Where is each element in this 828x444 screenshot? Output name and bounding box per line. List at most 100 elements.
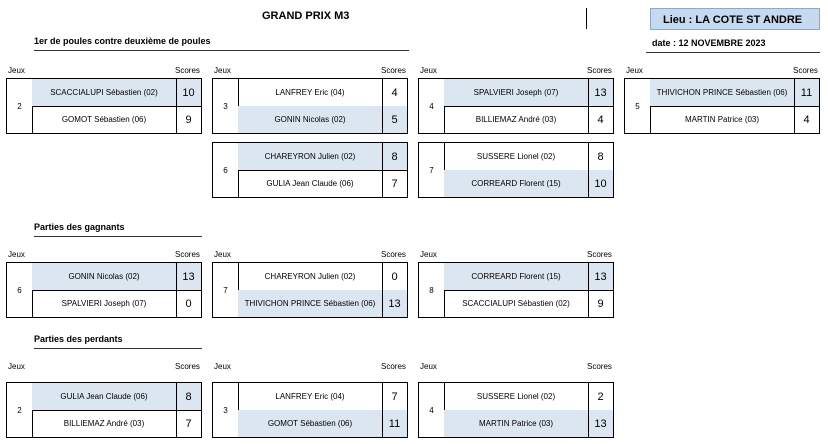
player-name: MARTIN Patrice (03) (444, 410, 589, 437)
player-name: GULIA Jean Claude (06) (238, 170, 383, 197)
player-row: SCACCIALUPI Sébastien (02) 10 (32, 79, 201, 107)
player-name: SUSSERE Lionel (02) (444, 383, 589, 410)
player-score: 13 (594, 270, 607, 283)
player-row: GONIN Nicolas (02)5 (238, 106, 407, 133)
match-number: 2 (7, 79, 33, 133)
scores-header: Scores (587, 250, 612, 259)
jeux-header: Jeux (420, 66, 437, 75)
match-number: 6 (213, 143, 239, 197)
player-score: 9 (185, 113, 192, 126)
player-row: SUSSERE Lionel (02)2 (444, 383, 613, 411)
scores-header: Scores (175, 362, 200, 371)
player-name: GULIA Jean Claude (06) (32, 383, 177, 410)
scores-header: Scores (175, 250, 200, 259)
date-underline (646, 52, 820, 53)
player-score: 8 (185, 390, 192, 403)
section-underline (34, 50, 409, 51)
player-score: 5 (391, 113, 398, 126)
title-divider (586, 8, 587, 29)
player-name: SCACCIALUPI Sébastien (02) (444, 290, 589, 317)
player-score: 0 (391, 270, 398, 283)
player-score: 7 (185, 417, 192, 430)
jeux-header: Jeux (8, 66, 25, 75)
page-title: GRAND PRIX M3 (262, 10, 350, 22)
player-row: THIVICHON PRINCE Sébastien (06)11 (650, 79, 819, 107)
player-row: BILLIEMAZ André (03)4 (444, 106, 613, 133)
player-row: CORREARD Florent (15) 13 (444, 263, 613, 291)
player-row: GOMOT Sébastien (06)11 (238, 410, 407, 437)
player-name: THIVICHON PRINCE Sébastien (06) (650, 79, 795, 106)
jeux-header: Jeux (214, 250, 231, 259)
player-name: GOMOT Sébastien (06) (238, 410, 383, 437)
player-row: CORREARD Florent (15)10 (444, 170, 613, 197)
match-number: 8 (419, 263, 445, 317)
player-row: GONIN Nicolas (02) 13 (32, 263, 201, 291)
player-name: GOMOT Sébastien (06) (32, 106, 177, 133)
scores-header: Scores (381, 362, 406, 371)
player-name: SPALVIERI Joseph (07) (32, 290, 177, 317)
player-score: 4 (803, 113, 810, 126)
scores-header: Scores (175, 66, 200, 75)
player-score: 13 (594, 417, 607, 430)
scores-header: Scores (587, 66, 612, 75)
player-score: 13 (594, 86, 607, 99)
player-score: 9 (597, 297, 604, 310)
player-row: SUSSERE Lionel (02) 8 (444, 143, 613, 171)
match-number: 4 (419, 383, 445, 437)
player-name: CHAREYRON Julien (02) (238, 263, 383, 290)
player-name: SCACCIALUPI Sébastien (02) (32, 79, 177, 106)
player-score: 8 (391, 150, 398, 163)
player-score: 8 (597, 150, 604, 163)
player-name: THIVICHON PRINCE Sébastien (06) (238, 290, 383, 317)
scores-header: Scores (381, 250, 406, 259)
scores-header: Scores (587, 362, 612, 371)
player-row: LANFREY Eric (04) 4 (238, 79, 407, 107)
jeux-header: Jeux (8, 362, 25, 371)
match-number: 4 (419, 79, 445, 133)
jeux-header: Jeux (214, 362, 231, 371)
player-row: MARTIN Patrice (03) 13 (444, 410, 613, 437)
match-number: 5 (625, 79, 651, 133)
jeux-header: Jeux (420, 362, 437, 371)
player-row: CHAREYRON Julien (02) 0 (238, 263, 407, 291)
player-name: GONIN Nicolas (02) (32, 263, 177, 290)
player-score: 13 (182, 270, 195, 283)
player-name: CORREARD Florent (15) (444, 263, 589, 290)
section-title-perdants: Parties des perdants (34, 334, 123, 344)
player-name: CHAREYRON Julien (02) (238, 143, 383, 170)
player-score: 0 (185, 297, 192, 310)
match-number: 7 (419, 143, 445, 197)
player-score: 7 (391, 390, 398, 403)
scores-header: Scores (381, 66, 406, 75)
player-name: SPALVIERI Joseph (07) (444, 79, 589, 106)
player-row: CHAREYRON Julien (02) 8 (238, 143, 407, 171)
player-name: LANFREY Eric (04) (238, 79, 383, 106)
player-score: 10 (182, 86, 195, 99)
section-underline (34, 348, 202, 349)
jeux-header: Jeux (626, 66, 643, 75)
player-name: SUSSERE Lionel (02) (444, 143, 589, 170)
player-row: LANFREY Eric (04)7 (238, 383, 407, 411)
player-row: SPALVIERI Joseph (07) 13 (444, 79, 613, 107)
player-row: BILLIEMAZ André (03)7 (32, 410, 201, 437)
jeux-header: Jeux (8, 250, 25, 259)
player-score: 4 (391, 86, 398, 99)
player-score: 4 (597, 113, 604, 126)
jeux-header: Jeux (214, 66, 231, 75)
player-row: GOMOT Sébastien (06) 9 (32, 106, 201, 133)
player-score: 13 (388, 297, 401, 310)
jeux-header: Jeux (420, 250, 437, 259)
scores-header: Scores (793, 66, 818, 75)
match-number: 2 (7, 383, 33, 437)
player-name: MARTIN Patrice (03) (650, 106, 795, 133)
player-row: THIVICHON PRINCE Sébastien (06) 13 (238, 290, 407, 317)
